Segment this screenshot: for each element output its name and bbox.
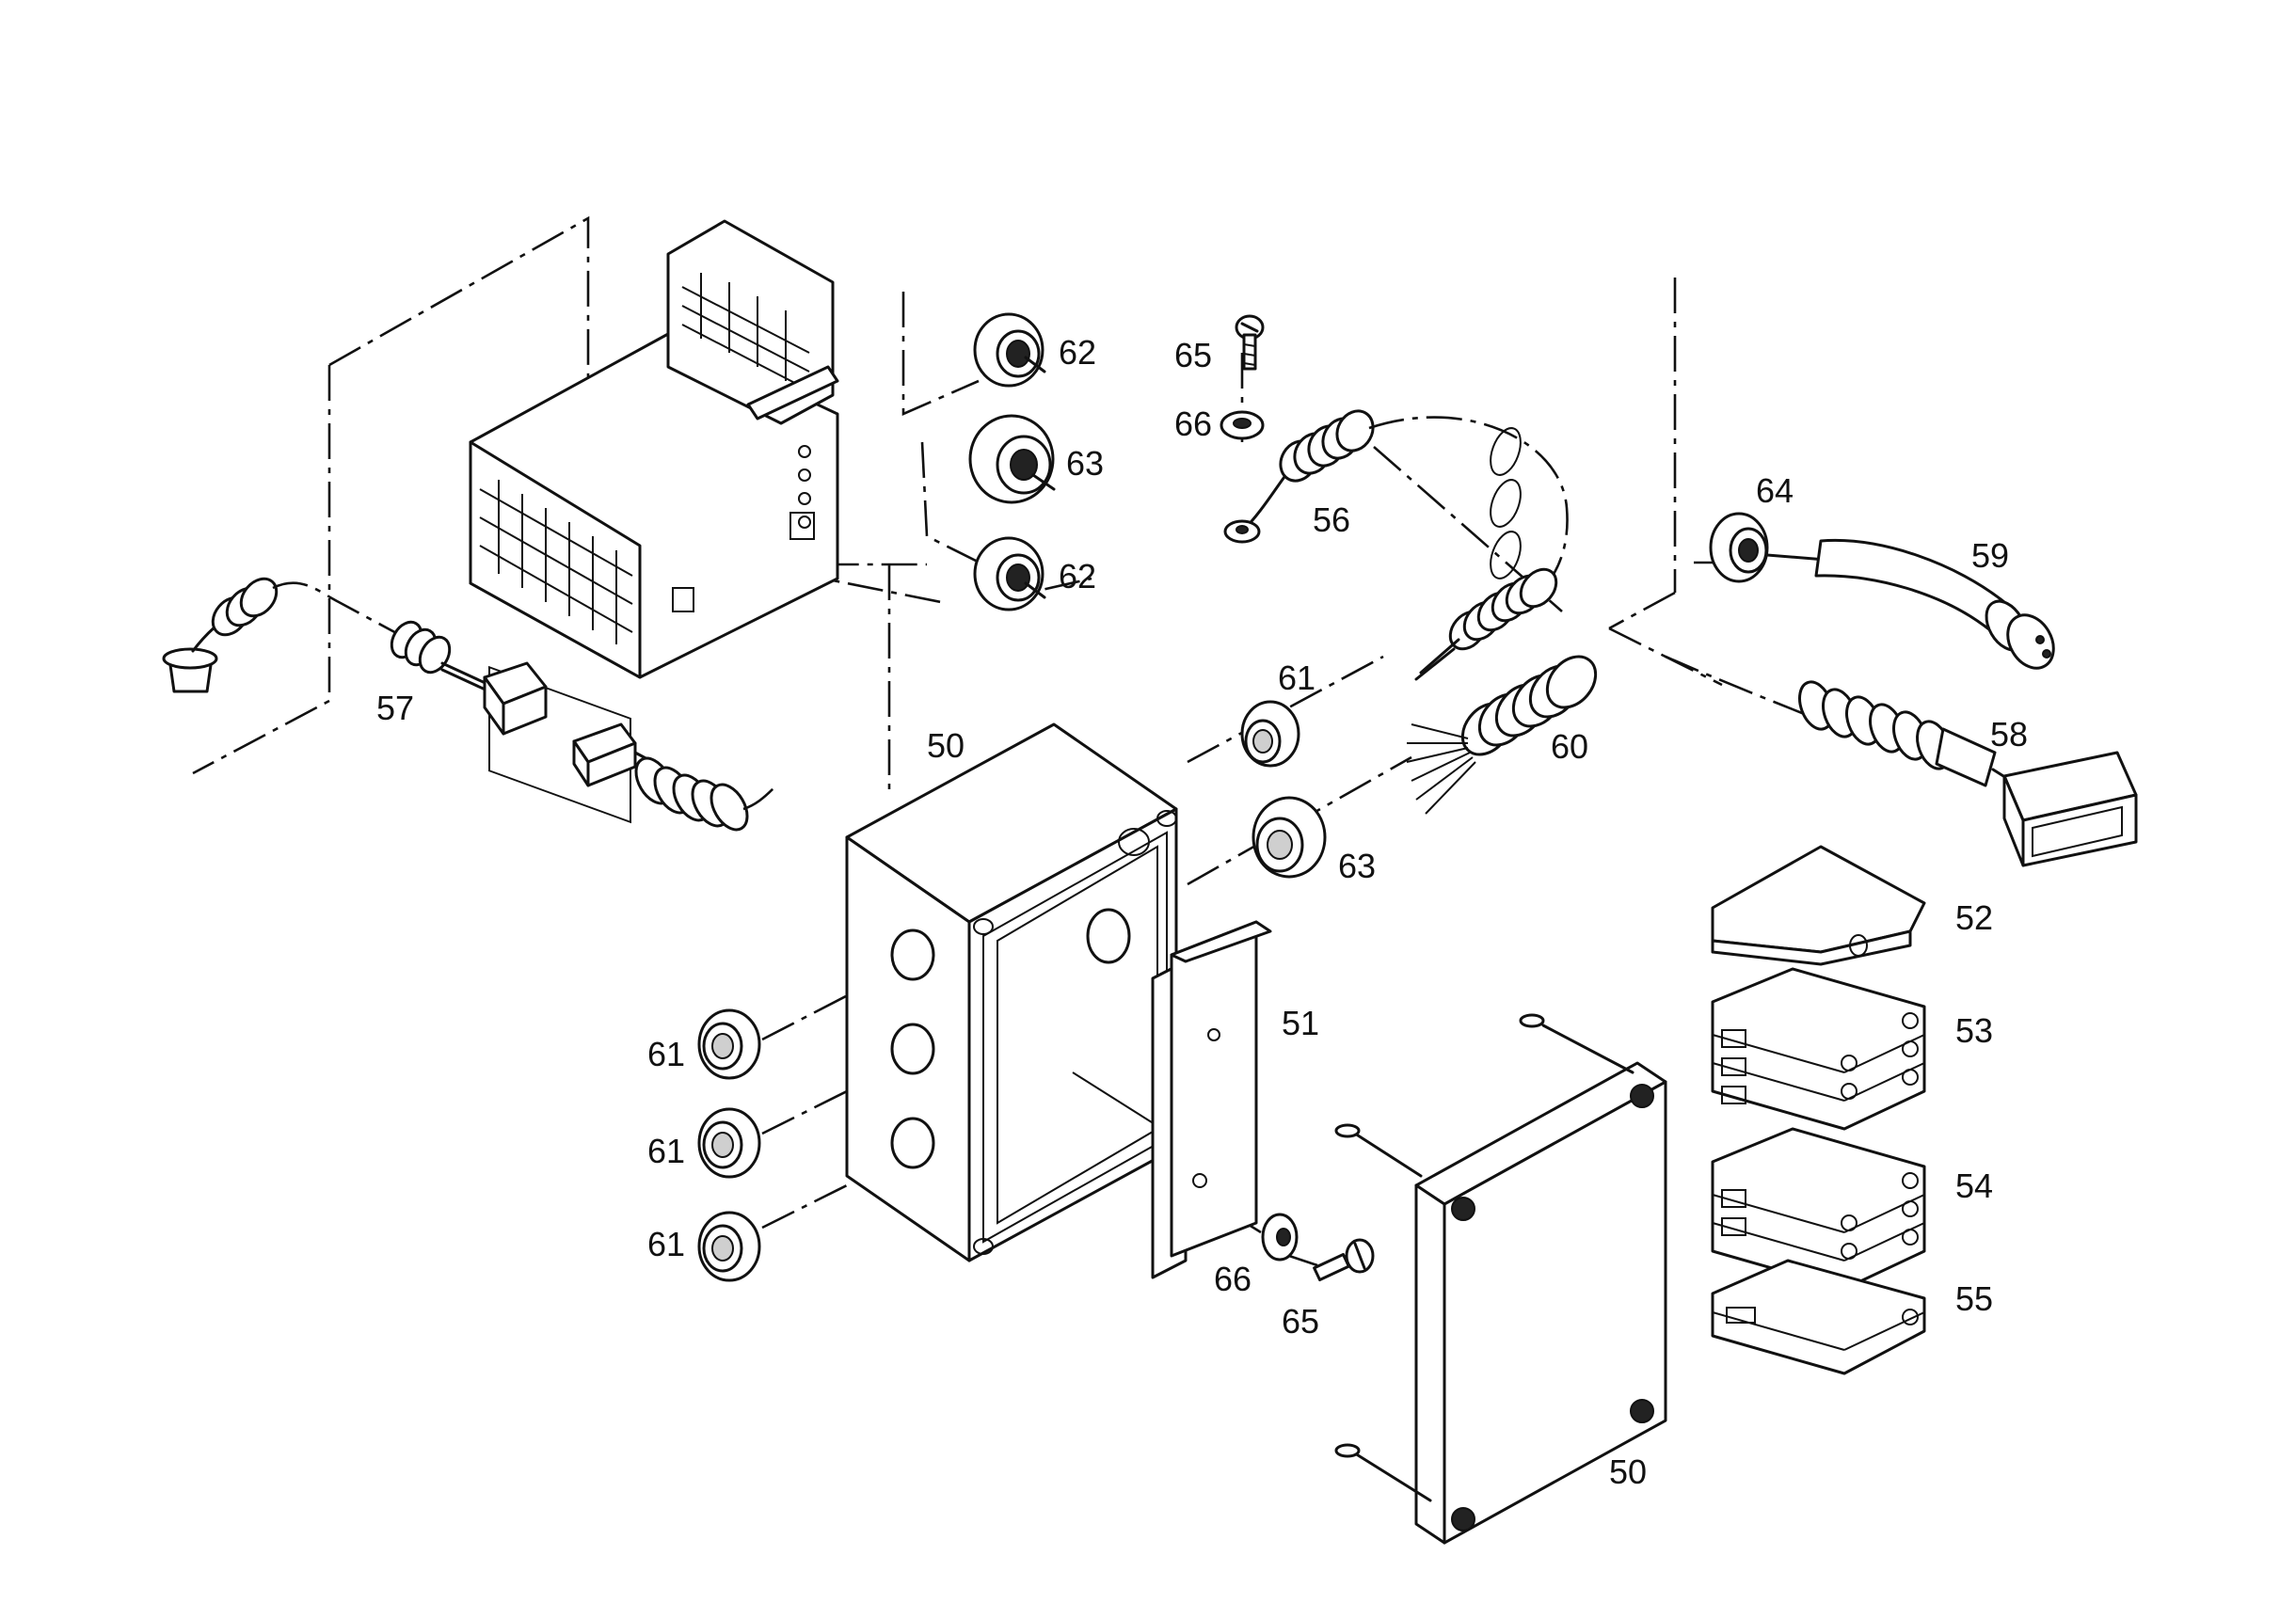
callout-56: 56	[1313, 500, 1350, 539]
callout-54: 54	[1955, 1167, 1993, 1205]
hose-60	[1406, 567, 1598, 815]
hose-58	[1665, 655, 2138, 867]
din-rail-51	[1151, 920, 1272, 1279]
callout-66-bottom: 66	[1214, 1260, 1252, 1298]
end-clamp-52	[1711, 845, 1926, 966]
callout-53: 53	[1955, 1011, 1993, 1050]
screw-65-top	[1235, 314, 1265, 371]
enclosure-box-50	[845, 722, 1178, 1262]
screw-65-bottom	[1313, 1238, 1375, 1282]
grommet-61-lower	[697, 1211, 761, 1282]
grommet-62-middle	[973, 536, 1046, 611]
callout-61-upper: 61	[647, 1035, 685, 1073]
callout-62-top: 62	[1059, 333, 1096, 372]
callout-62-middle: 62	[1059, 557, 1096, 595]
grommet-61-upper	[697, 1008, 761, 1080]
washer-66-bottom	[1261, 1213, 1299, 1262]
cable-57	[162, 577, 777, 832]
callout-50-box: 50	[927, 726, 965, 765]
callout-57: 57	[376, 689, 414, 727]
washer-66-top	[1220, 410, 1265, 440]
callout-52: 52	[1955, 898, 1993, 937]
callout-65-bottom: 65	[1282, 1302, 1319, 1341]
terminal-block-54	[1711, 1127, 1926, 1291]
callout-63-center: 63	[1338, 847, 1376, 885]
callout-59: 59	[1971, 536, 2009, 575]
callout-61-middle: 61	[647, 1132, 685, 1170]
callout-60: 60	[1551, 727, 1588, 766]
callout-63-top: 63	[1066, 444, 1104, 483]
callout-labels: 50 50 51 52 53 54 55 56 57 58 59 60 61 6…	[376, 333, 2028, 1491]
callout-65-top: 65	[1174, 336, 1212, 374]
grommet-64	[1709, 512, 1769, 583]
callout-66-top: 66	[1174, 405, 1212, 443]
grommet-63-center	[1252, 796, 1327, 879]
cable-59	[1765, 538, 2055, 670]
end-plate-55	[1711, 1259, 1926, 1375]
lid-50	[1334, 1013, 1667, 1545]
terminal-block-53	[1711, 967, 1926, 1131]
grommet-61-middle	[697, 1107, 761, 1179]
grommet-62-top	[973, 312, 1046, 388]
callout-55: 55	[1955, 1279, 1993, 1318]
callout-61-center: 61	[1278, 659, 1315, 697]
callout-64: 64	[1756, 471, 1794, 510]
cable-56	[1223, 409, 1569, 623]
grommet-61-center	[1240, 700, 1300, 768]
callout-50-lid: 50	[1609, 1452, 1647, 1491]
callout-51: 51	[1282, 1004, 1319, 1042]
callout-61-lower: 61	[647, 1225, 685, 1263]
callout-58: 58	[1990, 715, 2028, 754]
cabinet-frame	[469, 219, 839, 824]
grommet-63-top	[968, 414, 1056, 504]
